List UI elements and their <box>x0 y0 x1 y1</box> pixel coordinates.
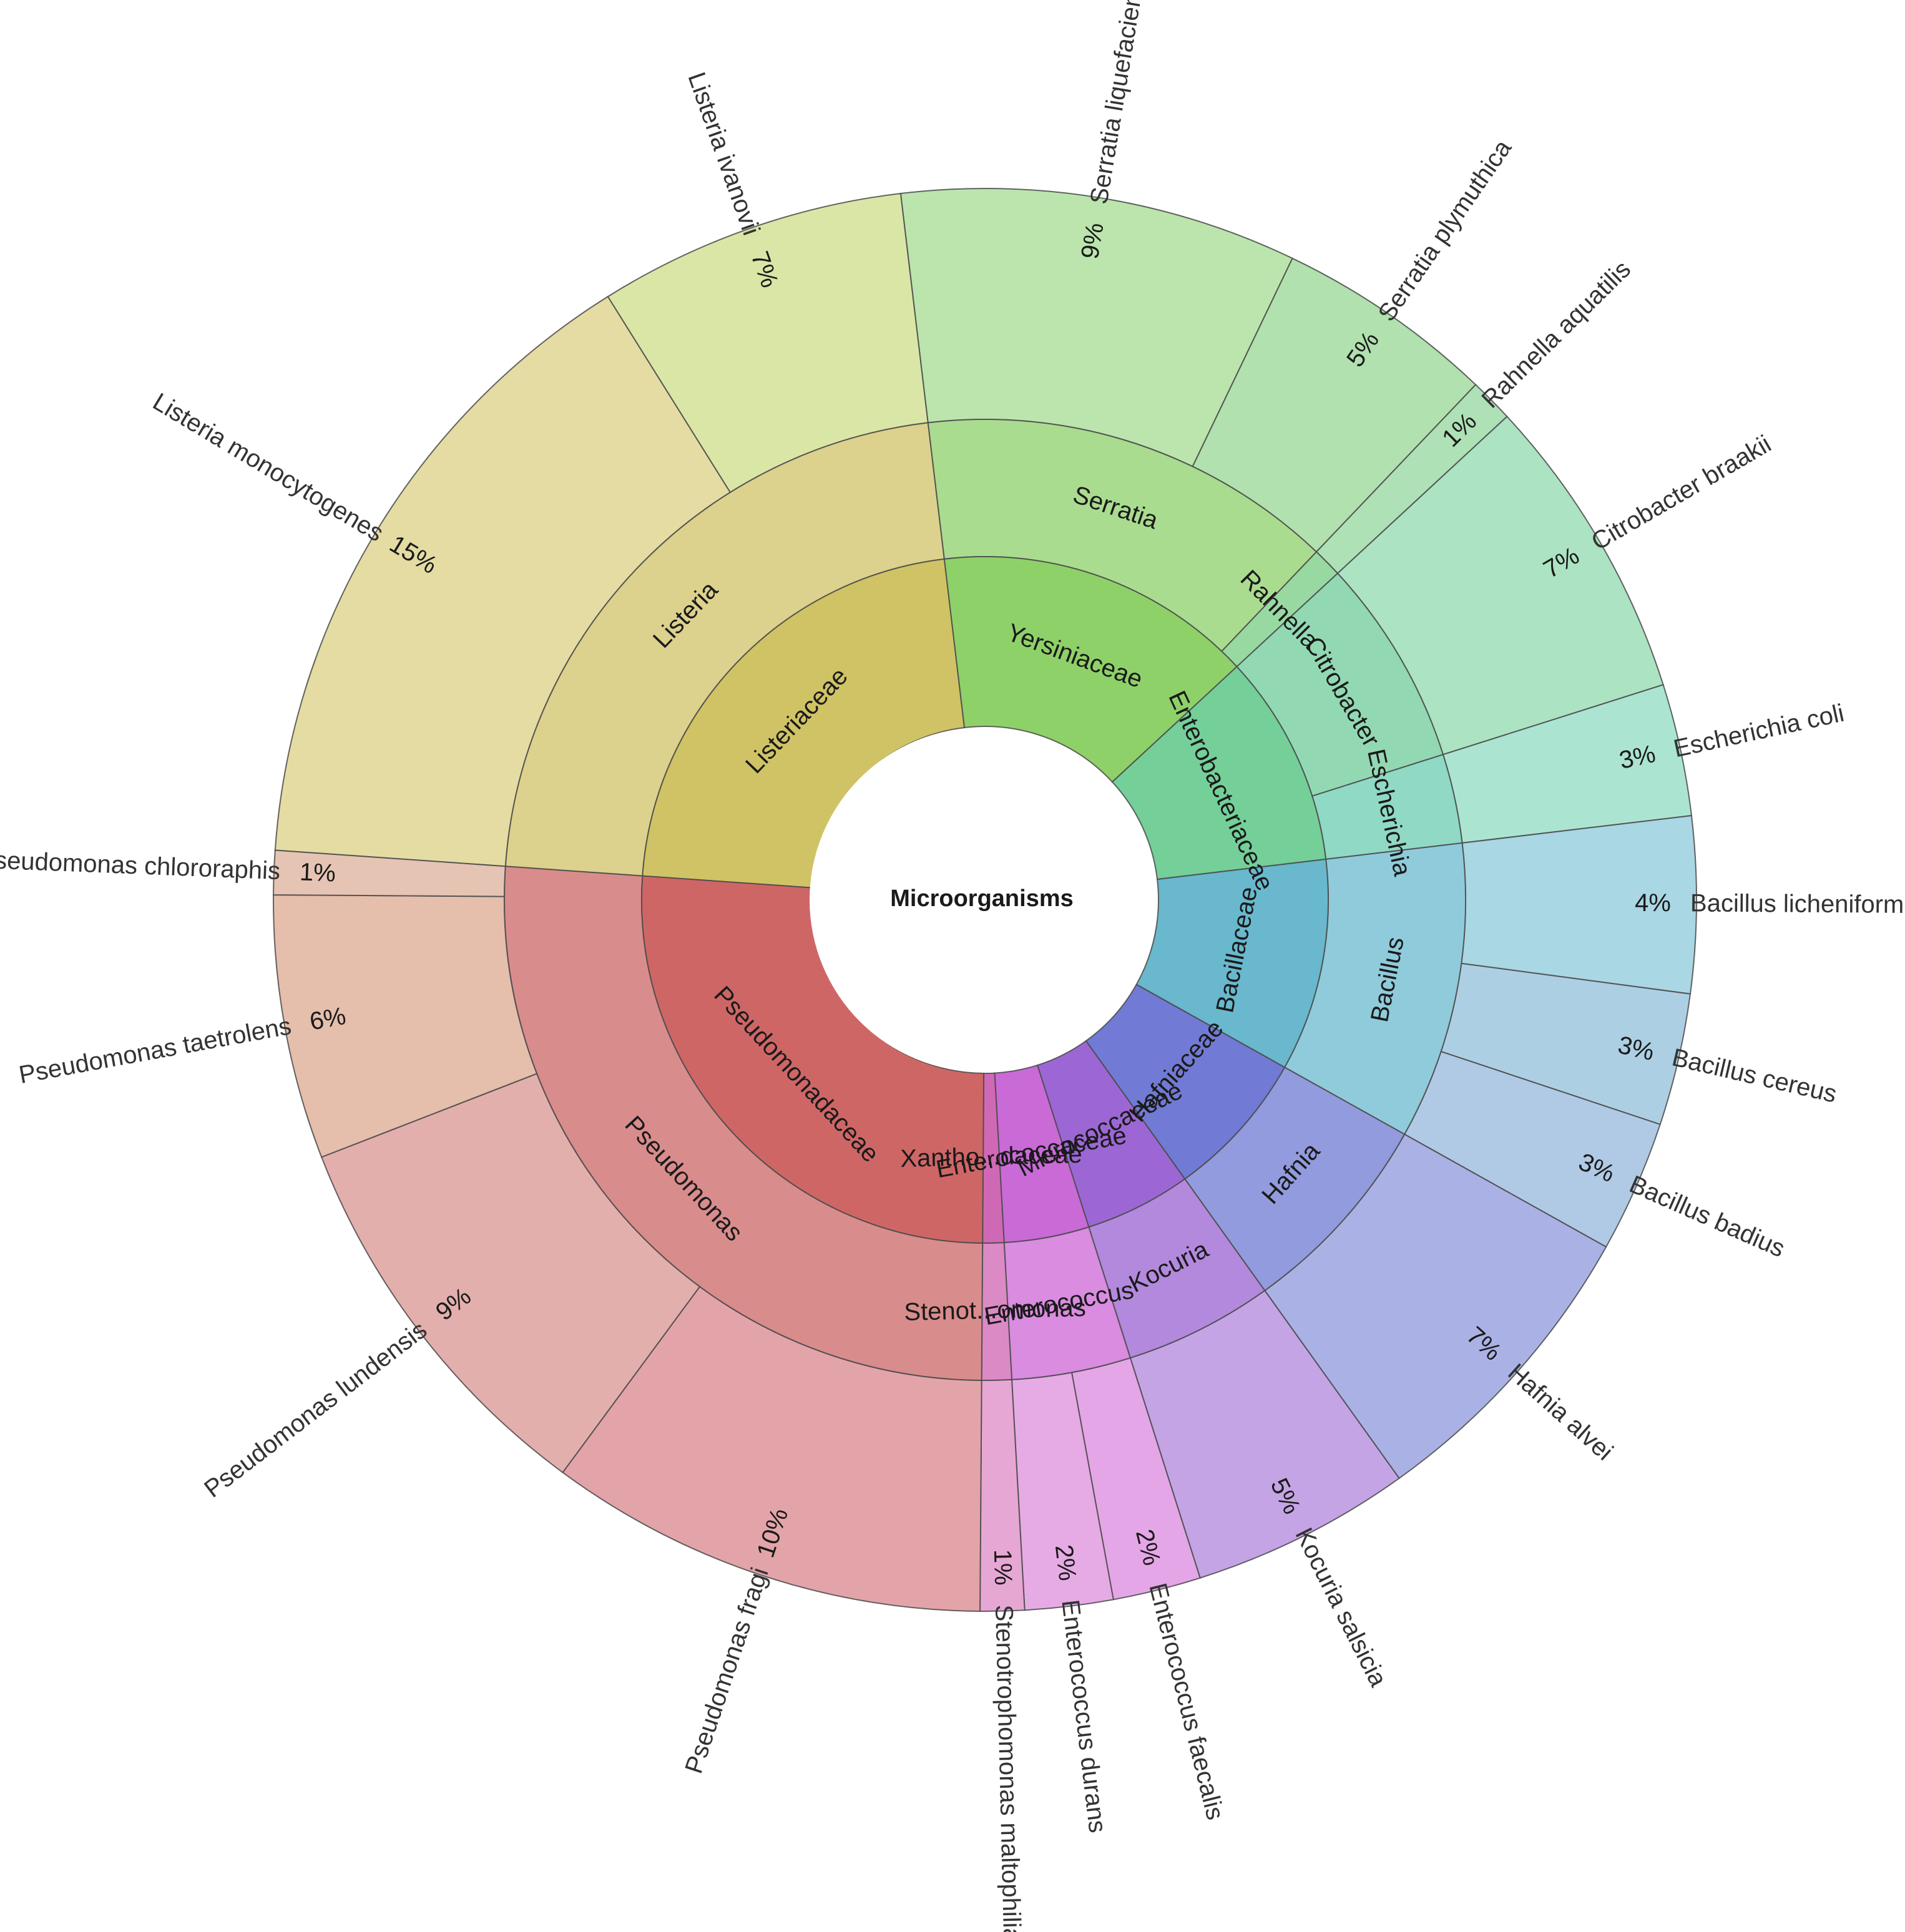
species-name-citrobacter-braakii: Citrobacter braakii <box>1587 430 1776 555</box>
species-name-pseudomonas-fragi: Pseudomonas fragi <box>680 1564 774 1777</box>
species-percent-enterococcus-durans: 2% <box>1050 1543 1082 1583</box>
center-hole <box>810 728 1154 1072</box>
species-name-listeria-ivanovii: Listeria ivanovii <box>682 69 765 239</box>
species-name-bacillus-cereus: Bacillus cereus <box>1670 1043 1839 1108</box>
species-name-enterococcus-durans: Enterococcus durans <box>1056 1598 1111 1834</box>
species-name-serratia-plymuthica: Serratia plymuthica <box>1373 135 1517 326</box>
species-percent-bacillus-licheniformis: 4% <box>1635 889 1671 917</box>
species-name-pseudomonas-lundensis: Pseudomonas lundensis <box>199 1316 432 1503</box>
species-name-enterococcus-faecalis: Enterococcus faecalis <box>1143 1581 1229 1823</box>
species-name-listeria-monocytogenes: Listeria monocytogenes <box>148 388 388 547</box>
species-ring <box>273 188 1697 1612</box>
species-name-escherichia-coli: Escherichia coli <box>1671 700 1846 763</box>
species-name-rahnella-aquatilis: Rahnella aquatilis <box>1476 255 1636 413</box>
species-percent-pseudomonas-chlororaphis: 1% <box>299 858 336 887</box>
species-percent-stenotrophomonas-maltophilia: 1% <box>989 1549 1017 1586</box>
species-name-pseudomonas-taetrolens: Pseudomonas taetrolens <box>17 1012 293 1089</box>
species-percent-serratia-liquefaciens: 9% <box>1076 221 1109 261</box>
species-name-serratia-liquefaciens: Serratia liquefaciens <box>1085 0 1149 206</box>
species-percent-pseudomonas-taetrolens: 6% <box>308 1002 348 1036</box>
family-segment-yersiniaceae[interactable] <box>943 556 1238 783</box>
genus-ring <box>504 419 1466 1381</box>
genus-label-stenot-omonas: Stenot...omonas <box>904 1294 1086 1326</box>
species-name-hafnia-alvei: Hafnia alvei <box>1502 1359 1618 1466</box>
center-label: Microorganisms <box>890 886 1074 912</box>
family-ring <box>641 556 1329 1244</box>
family-label-xantho-daceae: Xantho...daceae <box>900 1141 1082 1173</box>
family-segment-enterobacteriaceae[interactable] <box>1111 665 1327 881</box>
species-name-stenotrophomonas-maltophilia: Stenotrophomonas maltophilia <box>990 1604 1026 1932</box>
species-name-pseudomonas-chlororaphis: Pseudomonas chlororaphis <box>0 846 281 886</box>
species-name-bacillus-licheniformis: Bacillus licheniformis <box>1690 889 1905 919</box>
species-name-kocuria-salsicia: Kocuria salsicia <box>1290 1523 1392 1691</box>
family-segment-bacillaceae[interactable] <box>1135 858 1329 1068</box>
species-name-bacillus-badius: Bacillus badius <box>1625 1171 1789 1263</box>
